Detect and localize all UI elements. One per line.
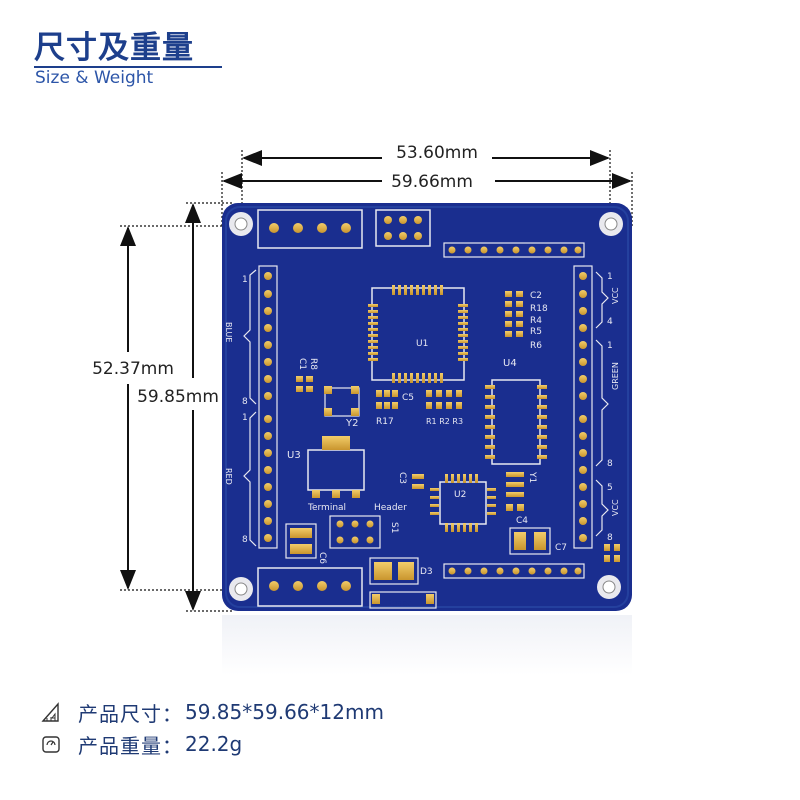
label-c7: C7 — [555, 543, 567, 553]
label-r5: R5 — [530, 327, 542, 337]
mounting-hole-tr — [599, 212, 623, 236]
label-terminal: Terminal — [307, 503, 346, 513]
label-right-pin-4: 4 — [607, 317, 613, 327]
spec-weight-label: 产品重量： — [78, 733, 183, 758]
label-c4: C4 — [516, 516, 528, 526]
label-r1r2r3: R1 R2 R3 — [426, 417, 463, 426]
label-header: Header — [374, 503, 407, 513]
label-r17: R17 — [376, 417, 394, 427]
label-c5: C5 — [402, 393, 414, 403]
label-right-pin-5: 5 — [607, 483, 613, 493]
label-u4: U4 — [503, 358, 517, 369]
label-r18: R18 — [530, 304, 548, 314]
mounting-hole-bl — [229, 577, 253, 601]
dim-height-outer-label: 59.85mm — [137, 387, 219, 407]
label-vcc-bottom: VCC — [611, 499, 620, 516]
label-u3: U3 — [287, 450, 301, 461]
dim-height-inner-label: 52.37mm — [92, 359, 174, 379]
label-r4: R4 — [530, 316, 542, 326]
label-left-pin-8-mid: 8 — [242, 397, 248, 407]
label-r6: R6 — [530, 341, 542, 351]
spec-weight-row: 产品重量： 22.2g — [40, 731, 243, 758]
label-left-pin-1-top: 1 — [242, 275, 248, 285]
label-left-pin-8-bottom: 8 — [242, 535, 248, 545]
page-subtitle: Size & Weight — [35, 68, 154, 88]
label-d3: D3 — [420, 567, 433, 577]
spec-size-row: 产品尺寸： 59.85*59.66*12mm — [40, 699, 384, 726]
spec-size-value: 59.85*59.66*12mm — [185, 700, 384, 724]
label-right-pin-1-top: 1 — [607, 272, 613, 282]
label-red: RED — [224, 468, 233, 485]
label-u1: U1 — [416, 339, 428, 349]
label-vcc-top: VCC — [611, 287, 620, 304]
label-y2: Y2 — [345, 418, 358, 429]
label-s1: S1 — [389, 522, 399, 533]
label-green: GREEN — [611, 362, 620, 390]
ruler-triangle-icon — [40, 701, 62, 723]
dim-width-inner-label: 53.60mm — [396, 143, 478, 163]
label-right-pin-1-mid: 1 — [607, 341, 613, 351]
label-u2: U2 — [454, 490, 466, 500]
pcb-dimension-drawing: 53.60mm 59.66mm 52.37mm 59.85mm — [92, 143, 633, 675]
pcb-board: U1 U2 U3 U4 Y2 Y1 C2 R18 R4 R5 R6 C5 R17… — [222, 203, 632, 611]
label-c3: C3 — [397, 472, 407, 484]
label-c1: C1 — [297, 358, 307, 370]
label-r8: R8 — [308, 358, 318, 370]
label-c6: C6 — [317, 552, 327, 564]
title-underline — [34, 66, 222, 68]
label-left-pin-1-mid: 1 — [242, 413, 248, 423]
mounting-hole-br — [597, 575, 621, 599]
label-blue: BLUE — [224, 322, 233, 342]
label-reset: Reset — [386, 599, 412, 609]
label-y1: Y1 — [527, 471, 537, 483]
spec-size-label: 产品尺寸： — [78, 701, 183, 726]
dim-width-outer-label: 59.66mm — [391, 172, 473, 192]
page-title: 尺寸及重量 — [34, 30, 194, 66]
label-c2: C2 — [530, 291, 542, 301]
spec-weight-value: 22.2g — [185, 732, 243, 756]
mounting-hole-tl — [229, 212, 253, 236]
label-right-pin-8-bottom: 8 — [607, 533, 613, 543]
scale-icon — [40, 733, 62, 755]
label-right-pin-8-mid: 8 — [607, 459, 613, 469]
